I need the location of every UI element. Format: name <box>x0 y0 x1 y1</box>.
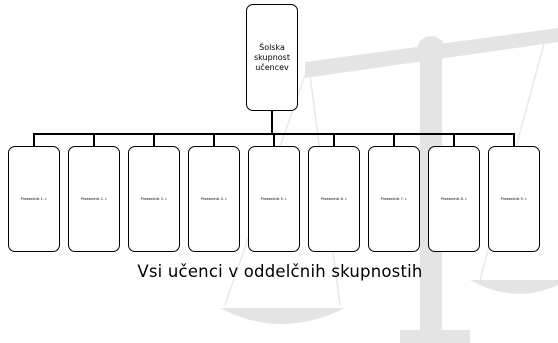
child-node-label: Predsednik 3. r. <box>140 196 168 201</box>
child-node-label: Predsednik 6. r. <box>320 196 348 201</box>
child-node-label: Predsednik 7. r. <box>380 196 408 201</box>
scale-right-pan <box>470 280 558 294</box>
child-node-5: Predsednik 5. r. <box>248 146 300 252</box>
scale-pivot <box>417 36 445 64</box>
child-node-label: Predsednik 8. r. <box>440 196 468 201</box>
scale-base <box>400 330 470 343</box>
child-connector <box>93 133 95 146</box>
child-connector <box>393 133 395 146</box>
child-node-7: Predsednik 7. r. <box>368 146 420 252</box>
child-connector <box>333 133 335 146</box>
child-connector <box>273 133 275 146</box>
child-node-3: Predsednik 3. r. <box>128 146 180 252</box>
child-node-8: Predsednik 8. r. <box>428 146 480 252</box>
child-node-9: Predsednik 9. r. <box>488 146 540 252</box>
child-node-6: Predsednik 6. r. <box>308 146 360 252</box>
child-node-1: Predsednik 1. r. <box>8 146 60 252</box>
root-node-label: Šolska skupnost učencev <box>254 42 290 72</box>
child-node-label: Predsednik 9. r. <box>500 196 528 201</box>
child-node-2: Predsednik 2. r. <box>68 146 120 252</box>
child-node-4: Predsednik 4. r. <box>188 146 240 252</box>
child-connector <box>513 133 515 146</box>
scale-left-pan <box>220 308 345 324</box>
root-node: Šolska skupnost učencev <box>246 4 298 111</box>
child-node-label: Predsednik 1. r. <box>20 196 48 201</box>
child-connector <box>153 133 155 146</box>
child-node-label: Predsednik 4. r. <box>200 196 228 201</box>
diagram-caption: Vsi učenci v oddelčnih skupnostih <box>137 262 423 281</box>
child-node-label: Predsednik 5. r. <box>260 196 288 201</box>
child-connector <box>33 133 35 146</box>
child-connector <box>453 133 455 146</box>
child-node-label: Predsednik 2. r. <box>80 196 108 201</box>
child-connector <box>213 133 215 146</box>
root-connector <box>271 111 273 134</box>
